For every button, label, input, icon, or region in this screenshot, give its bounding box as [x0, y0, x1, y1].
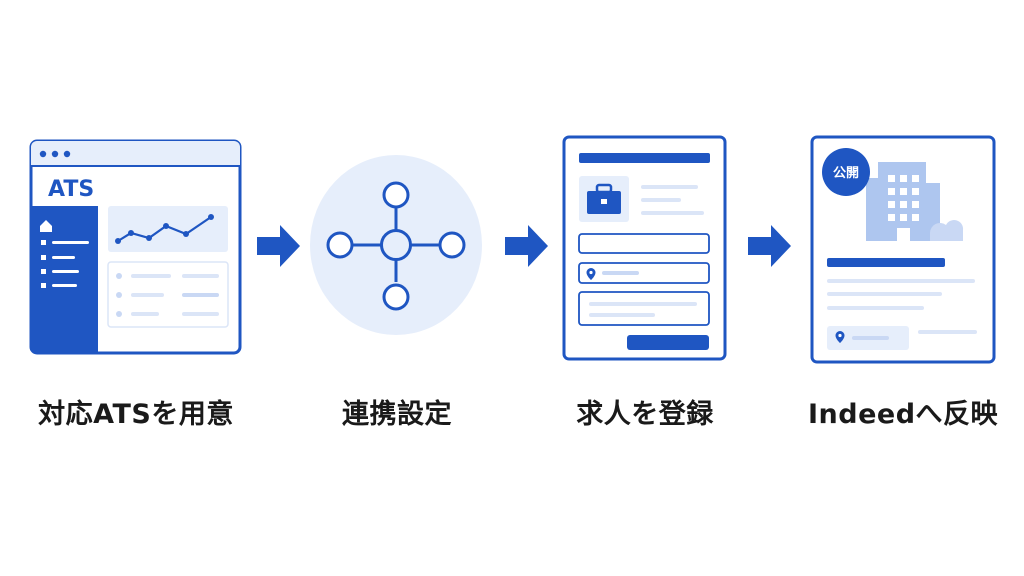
location-pin-icon: [586, 268, 596, 280]
network-nodes-icon: [310, 155, 482, 335]
step-label-integration-setup: 連携設定: [342, 399, 452, 430]
step-label-register-job: 求人を登録: [576, 399, 714, 430]
ats-title: ATS: [48, 177, 94, 202]
arrow-right-icon: [257, 225, 300, 267]
job-form-icon: [562, 135, 727, 361]
arrow-right-icon: [748, 225, 791, 267]
briefcase-icon: [579, 176, 629, 222]
step-label-prepare-ats: 対応ATSを用意: [38, 399, 234, 430]
published-badge-text: 公開: [833, 166, 859, 181]
published-job-card-icon: 公開: [810, 135, 996, 364]
location-pin-icon: [835, 331, 845, 343]
step-label-publish-indeed: Indeedへ反映: [807, 399, 999, 430]
ats-window-icon: ATS: [29, 139, 242, 355]
arrow-right-icon: [505, 225, 548, 267]
published-badge: 公開: [822, 148, 870, 196]
home-icon: [40, 220, 52, 232]
line-chart-icon: [108, 206, 228, 252]
building-icon: [866, 162, 964, 241]
